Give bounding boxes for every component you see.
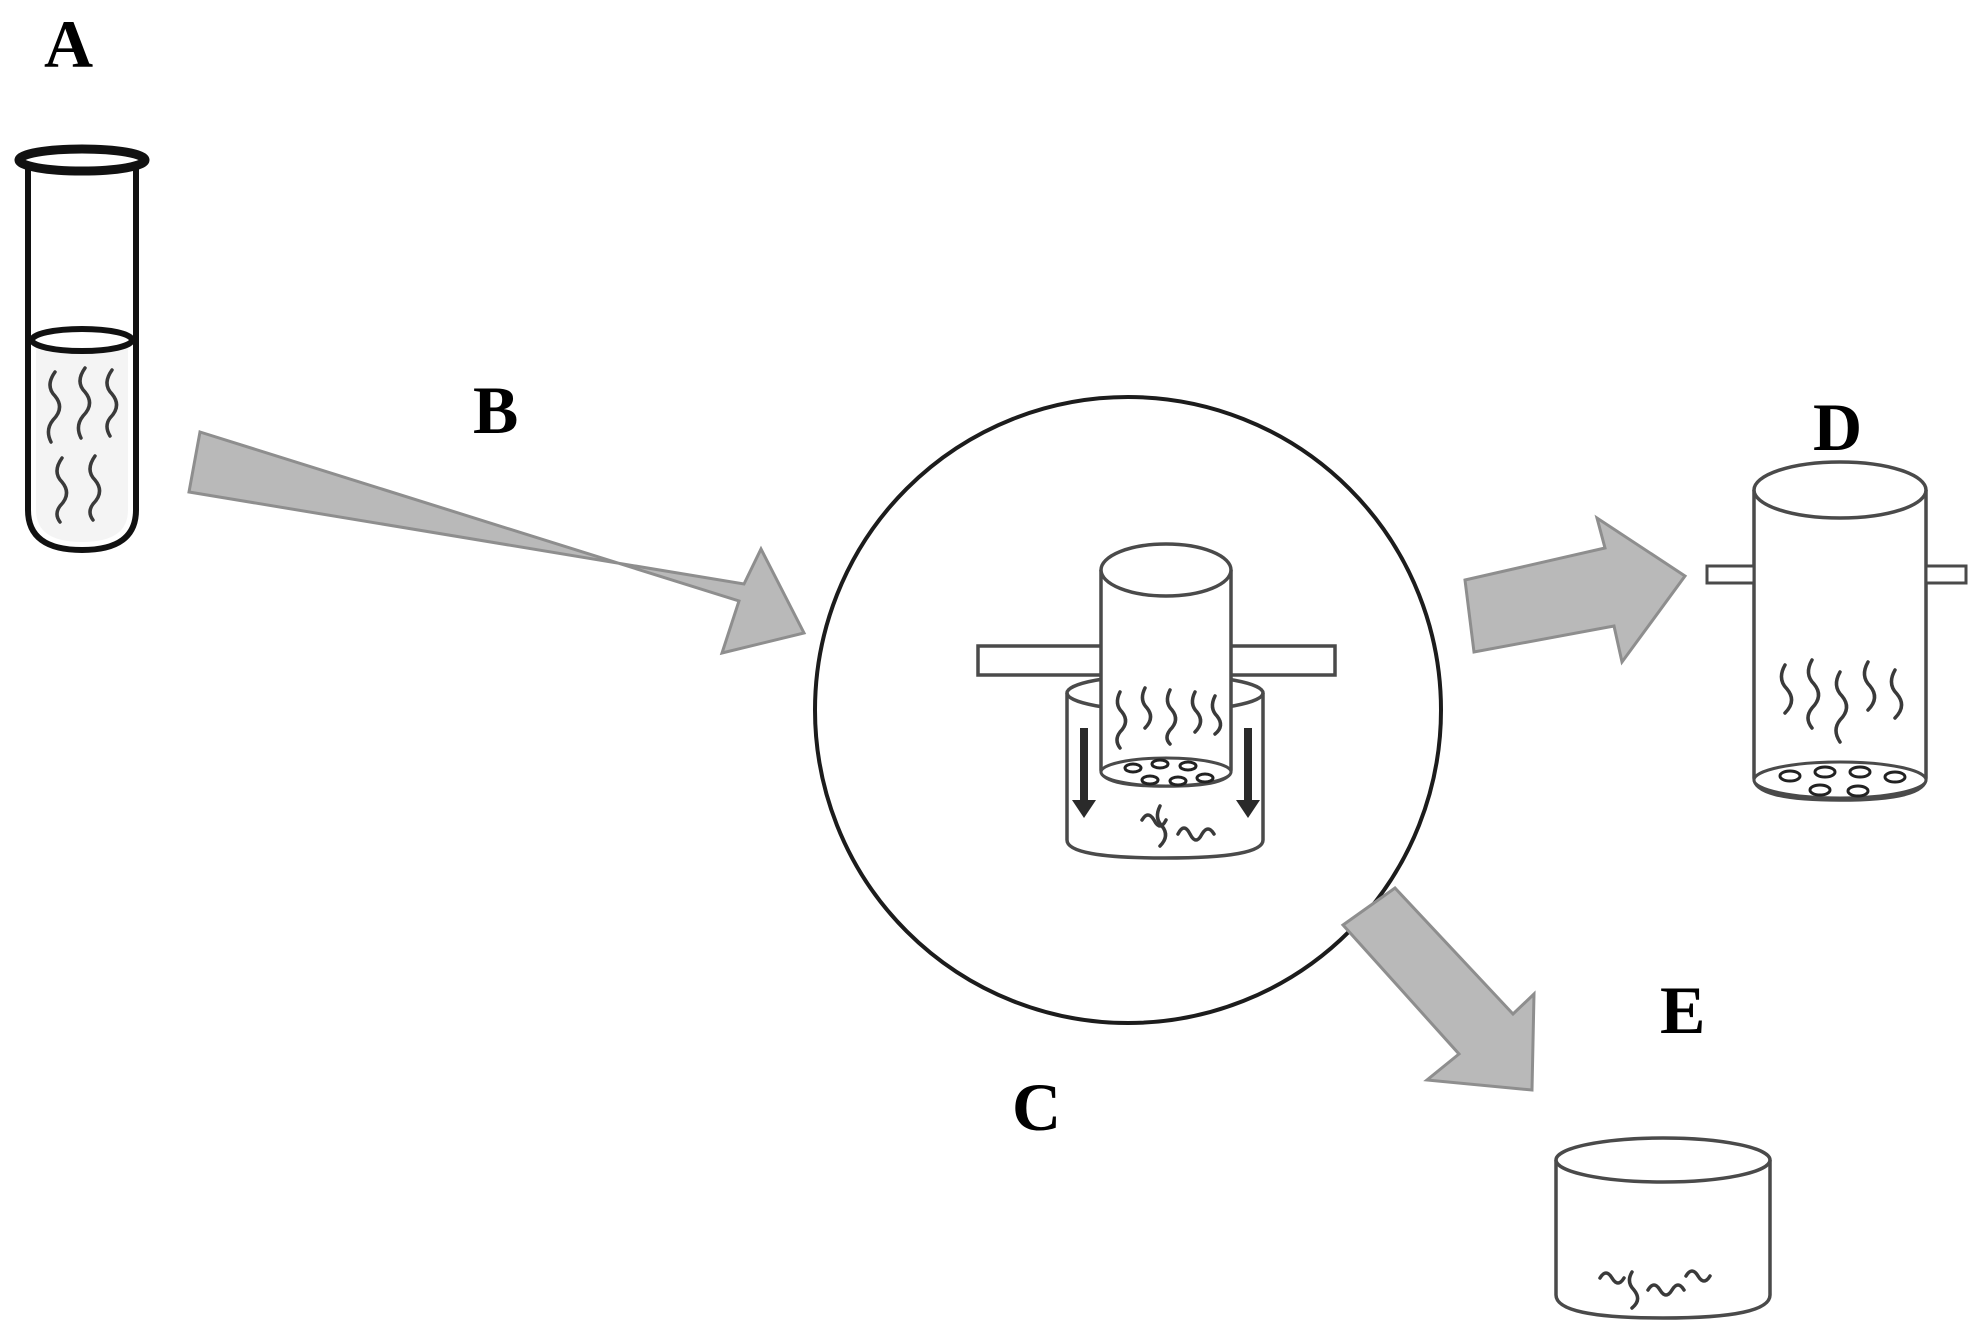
label-a: A xyxy=(44,6,93,82)
down-arrow-icon xyxy=(1072,728,1096,818)
label-c: C xyxy=(1012,1069,1061,1145)
arrow-d-icon xyxy=(1463,514,1688,666)
arrow-e-icon xyxy=(1340,886,1536,1092)
arrow-b-icon xyxy=(187,430,807,656)
retained-insert-icon xyxy=(1705,460,1968,802)
filtration-circle-icon xyxy=(813,395,1443,1025)
label-e: E xyxy=(1660,972,1705,1048)
label-b: B xyxy=(473,372,518,448)
test-tube-icon xyxy=(14,144,150,554)
down-arrow-icon xyxy=(1236,728,1260,818)
collection-dish-icon xyxy=(1554,1136,1772,1320)
label-d: D xyxy=(1813,389,1862,465)
